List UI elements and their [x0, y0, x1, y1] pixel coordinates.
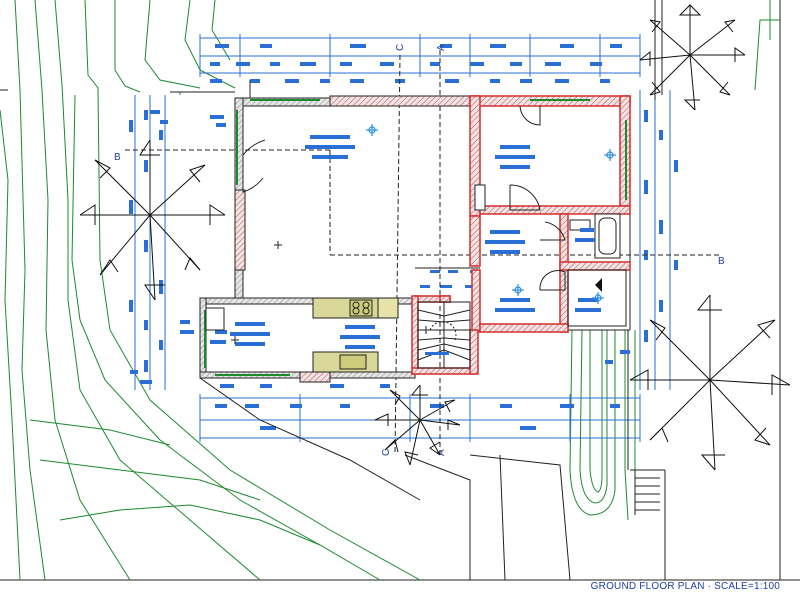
drawing-frame — [0, 0, 800, 581]
windows — [204, 99, 627, 376]
section-label-a-top: A — [436, 44, 447, 51]
light-fixture — [512, 284, 524, 296]
site-lines — [170, 0, 666, 581]
section-label-c-bottom: C — [381, 449, 392, 456]
section-label-b-right: B — [718, 256, 725, 267]
light-fixtures — [366, 124, 616, 304]
center-marks — [231, 241, 430, 344]
section-label-b-left: B — [114, 152, 121, 163]
paving-marks — [130, 110, 630, 384]
section-labels: C A C A B B — [114, 44, 725, 456]
light-fixture — [366, 124, 378, 136]
tree-south — [374, 384, 461, 466]
kitchen-units — [205, 297, 399, 373]
dimension-text — [129, 44, 678, 430]
stair — [417, 301, 471, 369]
section-lines — [125, 50, 720, 456]
drawing-caption: GROUND FLOOR PLAN · SCALE=1:100 — [590, 581, 780, 592]
door-swings — [242, 80, 566, 291]
section-label-a-bottom: A — [436, 449, 447, 456]
light-fixture — [604, 149, 616, 161]
north-arrow — [567, 269, 627, 327]
tree-south-east — [629, 294, 791, 471]
tree-west — [79, 139, 226, 301]
tree-symbol — [79, 4, 791, 471]
tree-north-east — [639, 4, 746, 111]
light-fixture — [592, 292, 604, 304]
terrain-contours — [0, 0, 780, 581]
building-walls — [199, 95, 631, 383]
section-label-c-top: C — [395, 44, 406, 51]
room-labels — [230, 135, 601, 355]
bathroom-fixtures — [474, 184, 621, 259]
